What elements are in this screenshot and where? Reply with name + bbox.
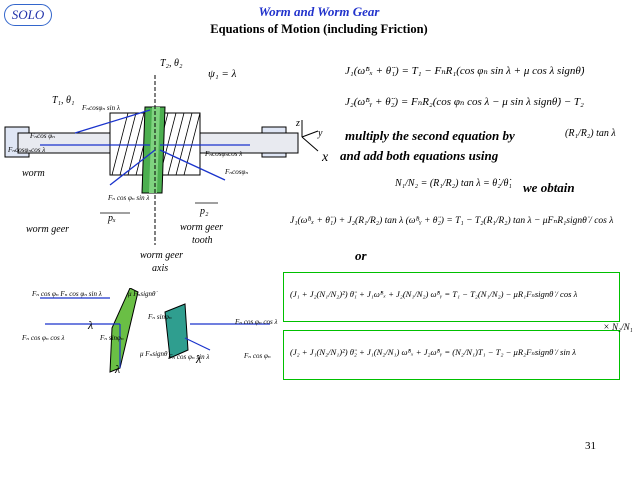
label-mu-sign: μ Fₙsignθ̇ — [128, 290, 156, 298]
worm-gear-diagram — [4, 75, 319, 245]
label-lambda-1: λ — [88, 318, 94, 332]
ratio-equation: N₁/N₂ = (R₁/R₂) tan λ = θ̇₂/θ̇₁ — [395, 178, 512, 189]
add-text: and add both equations using — [340, 148, 499, 163]
equation-box-1-text: (J₁ + J₂(N₁/N₂)²) θ̈₁ + J₁ω̇ᴮₓ + J₂(N₁/N… — [290, 289, 578, 299]
obtain-text: we obtain — [523, 180, 575, 195]
label-worm-geer-tooth-1: worm geer — [180, 222, 224, 233]
slide-subtitle: Equations of Motion (including Friction) — [210, 22, 428, 36]
right-tooth — [164, 303, 189, 359]
times-symbol: × — [603, 322, 610, 333]
force-arrows — [40, 109, 250, 186]
label-x: x — [322, 150, 329, 165]
label-lambda-2: λ — [115, 362, 121, 376]
coordinate-axes — [301, 120, 319, 152]
label-lower-right-top: Fₙ cos φₙ cos λ — [235, 318, 278, 326]
multiply-factor: (R₁/R₂) tan λ — [565, 128, 616, 139]
label-lower-top: Fₙ cos φₙ Fₙ cos φₙ sin λ — [32, 290, 102, 298]
force-components-diagram — [40, 288, 270, 373]
pitch-markers — [100, 202, 218, 214]
page-number: 31 — [585, 440, 596, 452]
equation-2: J₂(ω̇ᴮᵧ + θ̈₂) = FₙR₂(cos φₙ cos λ − μ s… — [345, 96, 584, 108]
label-fn-sin-phi: Fₙ sinφₙ — [148, 313, 172, 321]
label-worm-geer-axis-2: axis — [152, 263, 169, 274]
label-worm-geer-axis-1: worm geer — [140, 250, 184, 261]
label-t2-theta2: T₂, θ₂ — [160, 58, 183, 69]
box-factor: N₂/N₁ — [612, 322, 633, 332]
label-y: y — [318, 128, 323, 139]
solo-badge: SOLO — [4, 4, 52, 26]
multiply-text: multiply the second equation by — [345, 128, 515, 143]
label-fn-left: Fₙcosφₙcos λ — [8, 146, 46, 154]
or-text: or — [355, 248, 367, 263]
label-psi: ψ₁ = λ — [208, 68, 237, 80]
label-z: z — [296, 118, 300, 129]
label-cos-sin: Fₙ cos φₙ sin λ — [168, 353, 210, 361]
label-fn-right: Fₙcosφₙcos λ — [205, 150, 243, 158]
label-lower-left: Fₙ cos φₙ cos λ — [22, 334, 65, 342]
label-px: pₓ — [108, 213, 116, 224]
label-mu-sign-2: μ Fₙsignθ̇ — [140, 350, 168, 358]
slide-title: Worm and Worm Gear — [258, 4, 380, 19]
label-t1-theta1: T₁, θ₁ — [52, 95, 75, 106]
label-fn-sin-top: Fₙcosφₙ sin λ — [82, 104, 120, 112]
label-fn-cos-top: Fₙcos φₙ — [30, 132, 55, 140]
equation-box-2-text: (J₂ + J₁(N₂/N₁)²) θ̈₂ + J₁(N₂/N₁) ω̇ᴮₓ +… — [290, 347, 576, 357]
label-worm: worm — [22, 168, 45, 179]
equation-box-1: (J₁ + J₂(N₁/N₂)²) θ̈₁ + J₁ω̇ᴮₓ + J₂(N₁/N… — [283, 272, 620, 322]
label-lambda-3: λ — [196, 352, 202, 366]
combined-equation: J₁(ω̇ᴮₓ + θ̈₁) + J₂(R₁/R₂) tan λ (ω̇ᴮᵧ +… — [290, 216, 614, 226]
equation-box-2: (J₂ + J₁(N₂/N₁)²) θ̈₂ + J₁(N₂/N₁) ω̇ᴮₓ +… — [283, 330, 620, 380]
label-worm-geer: worm geer — [26, 224, 70, 235]
label-fn-bottom: Fₙ cos φₙ sin λ — [108, 194, 150, 202]
label-fn-cos-right: Fₙcosφₙ — [225, 168, 249, 176]
left-tooth — [109, 288, 139, 373]
label-lower-right-bottom: Fₙ cos φₙ — [244, 352, 271, 360]
label-worm-geer-tooth-2: tooth — [192, 235, 213, 246]
label-fn-sin-mid: Fₙ sinφₙ — [100, 334, 124, 342]
equation-1: J₁(ω̇ᴮₓ + θ̈₁) = T₁ − FₙR₁(cos φₙ sin λ … — [345, 65, 585, 77]
label-p2: p₂ — [200, 206, 209, 217]
lower-force-arrows — [40, 297, 270, 368]
